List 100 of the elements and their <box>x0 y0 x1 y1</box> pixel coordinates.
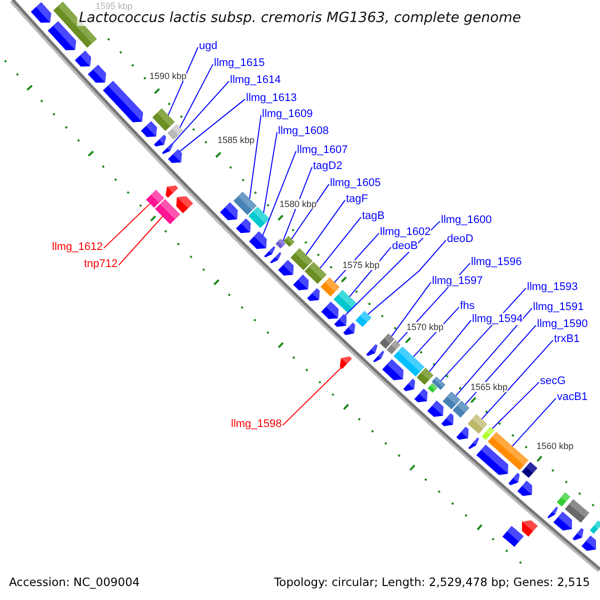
tick-label: 1570 kbp <box>406 322 444 332</box>
gene-block <box>468 414 488 434</box>
gene-feature <box>264 246 276 258</box>
gene-feature <box>334 314 347 327</box>
gene-block <box>556 492 570 506</box>
gene-label: trxB1 <box>554 333 580 345</box>
leader-line <box>172 80 230 144</box>
leader-line <box>512 398 556 447</box>
genome-summary-note: Topology: circular; Length: 2,529,478 bp; Genes: 2,515 <box>274 575 590 589</box>
gene-label: llmg_1615 <box>214 57 265 69</box>
gene-feature <box>553 512 572 530</box>
gene-feature <box>373 350 384 362</box>
gene-label: llmg_1608 <box>278 125 329 137</box>
gene-label: fhs <box>460 300 475 312</box>
gene-feature <box>88 64 106 83</box>
gene-label: ugd <box>199 40 218 52</box>
gene-block <box>284 236 294 247</box>
gene-feature <box>508 472 520 486</box>
gene-feature <box>522 520 538 537</box>
gene-block <box>502 526 524 547</box>
gene-label: vacB1 <box>557 391 588 403</box>
gene-block <box>167 124 184 140</box>
tick-label: 1580 kbp <box>279 199 317 209</box>
gene-block <box>155 199 180 224</box>
gene-label: tagB <box>362 210 385 222</box>
gene-label: llmg_1597 <box>432 275 483 287</box>
gene-feature <box>140 121 157 137</box>
leader-line <box>263 132 278 214</box>
gene-feature <box>366 344 378 356</box>
gene-feature <box>517 480 532 496</box>
gene-block <box>452 400 470 418</box>
gene-label: llmg_1594 <box>472 313 523 325</box>
map-title: Lactococcus lactis subsp. cremoris MG1363, complete genome <box>77 10 523 26</box>
gene-label: tagF <box>346 193 368 205</box>
gene-feature <box>270 252 282 264</box>
leader-line <box>179 64 214 128</box>
gene-label: secG <box>540 375 566 387</box>
gene-feature <box>427 400 444 417</box>
tick-label: 1565 kbp <box>470 382 508 392</box>
leader-line <box>320 216 362 269</box>
gene-block <box>416 368 434 385</box>
gene-feature <box>441 413 454 426</box>
leader-line <box>481 340 554 420</box>
gene-block <box>394 346 424 376</box>
tick-label: 1560 kbp <box>536 441 574 451</box>
leader-line <box>390 282 432 337</box>
gene-label: deoB <box>392 240 418 252</box>
gene-block <box>522 462 538 478</box>
tick-label: 1585 kbp <box>217 135 255 145</box>
gene-label: tnp712 <box>84 258 118 270</box>
gene-label: llmg_1613 <box>246 92 297 104</box>
leader-line <box>291 184 330 240</box>
gene-block <box>488 432 528 470</box>
gene-feature <box>293 274 309 290</box>
gene-block <box>248 206 270 228</box>
gene-feature <box>48 21 76 50</box>
gene-feature <box>382 359 404 380</box>
gene-label: llmg_1605 <box>330 177 381 189</box>
gene-feature <box>468 438 479 450</box>
gene-feature <box>343 322 356 336</box>
gene-feature <box>321 302 338 320</box>
gene-feature <box>168 149 182 163</box>
leader-line <box>179 98 246 152</box>
gene-block <box>334 290 356 313</box>
leader-line <box>262 150 296 236</box>
gene-feature <box>572 528 584 540</box>
gene-label: llmg_1602 <box>380 226 431 238</box>
gene-label: llmg_1596 <box>471 256 522 268</box>
gene-label: llmg_1598 <box>231 418 282 430</box>
leader-line <box>464 324 536 405</box>
gene-feature <box>74 50 92 67</box>
gene-feature <box>403 378 416 392</box>
gene-feature <box>162 143 174 154</box>
gene-feature <box>102 80 143 122</box>
gene-feature <box>456 426 468 440</box>
gene-block <box>320 278 340 296</box>
gene-block <box>356 310 372 327</box>
gene-feature <box>30 2 52 23</box>
gene-block <box>304 262 326 284</box>
tick-label: 1575 kbp <box>342 260 380 270</box>
gene-block <box>152 108 175 131</box>
gene-label: llmg_1607 <box>297 144 348 156</box>
leader-line <box>368 240 446 315</box>
gene-label: llmg_1590 <box>537 318 588 330</box>
gene-feature <box>166 186 178 198</box>
leader-line <box>249 114 262 200</box>
gene-block <box>276 238 286 249</box>
leader-line <box>492 382 540 429</box>
gene-feature <box>582 536 596 551</box>
leader-line <box>103 203 150 249</box>
accession-note: Accession: NC_009004 <box>9 575 140 589</box>
gene-label: llmg_1600 <box>441 214 492 226</box>
gene-label: llmg_1593 <box>527 281 578 293</box>
gene-feature <box>414 388 428 402</box>
gene-feature <box>220 202 238 220</box>
leader-line <box>118 216 163 266</box>
gene-feature <box>249 231 267 249</box>
gene-block <box>432 376 446 390</box>
gene-label: llmg_1614 <box>230 74 281 86</box>
leader-line <box>428 320 472 372</box>
